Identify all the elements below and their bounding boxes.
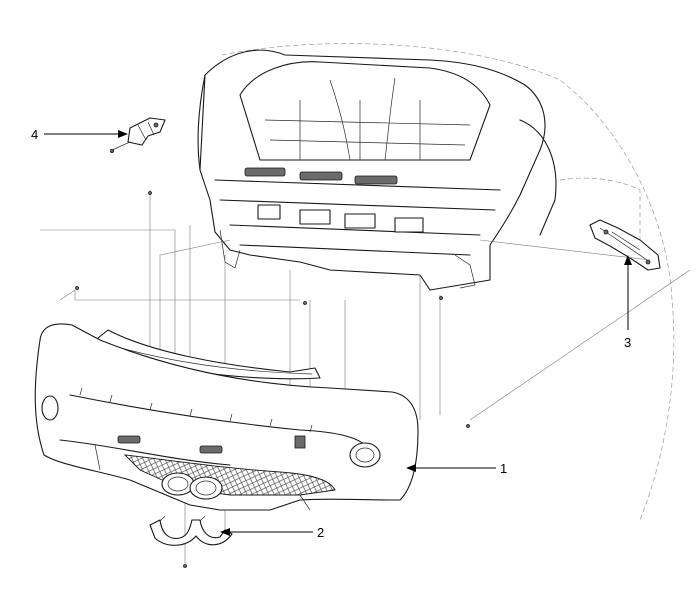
rear-bumper-side-bracket-right [589, 219, 661, 271]
callout-3: 3 [624, 335, 631, 350]
callout-1: 1 [500, 461, 507, 476]
rear-bumper-side-bracket-left [110, 117, 166, 153]
vehicle-body-rear [197, 49, 641, 291]
background-cutaway-arc [221, 43, 675, 521]
callout-4: 4 [31, 127, 38, 142]
callout-2: 2 [317, 525, 324, 540]
exhaust-protector-bracket [149, 515, 233, 546]
wheel-arch [559, 177, 641, 260]
rear-bumper-cover [34, 323, 419, 511]
callout-leaders [44, 130, 632, 536]
